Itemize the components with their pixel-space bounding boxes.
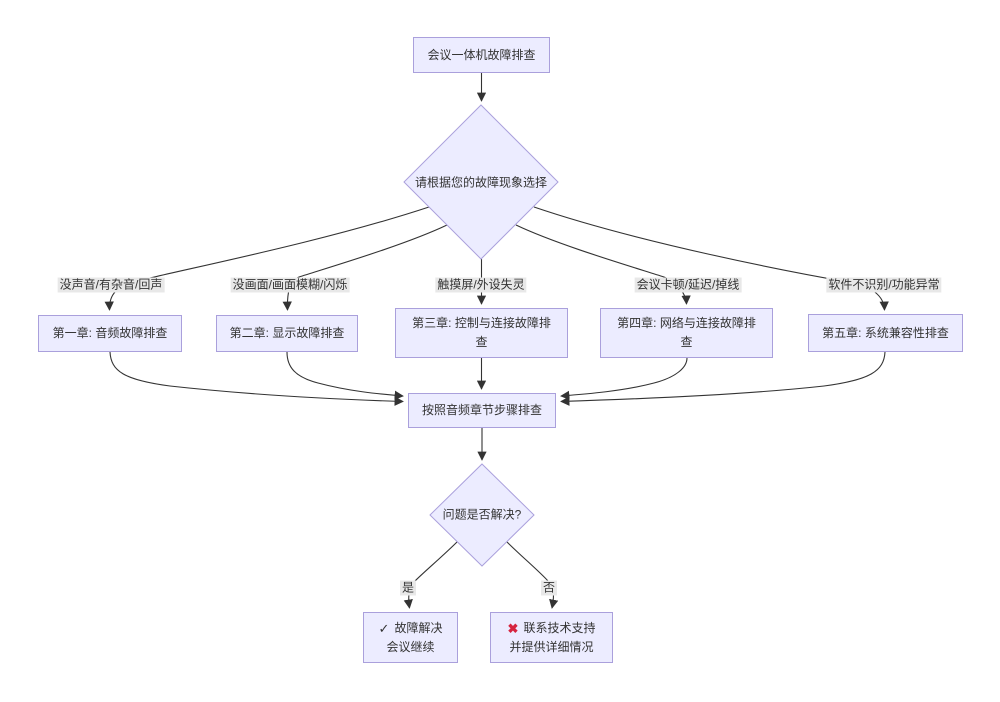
edge-label-condition-4: 会议卡顿/延迟/掉线 bbox=[634, 277, 742, 293]
edge-label-yes: 是 bbox=[399, 580, 417, 596]
chapter4-node: 第四章: 网络与连接故障排查 bbox=[600, 308, 773, 358]
decision2-diamond bbox=[429, 463, 535, 567]
edge-label-condition-3: 触摸屏/外设失灵 bbox=[435, 277, 527, 293]
edge-label-condition-1: 没声音/有杂音/回声 bbox=[57, 277, 165, 293]
failure-node: ✖ 联系技术支持 并提供详细情况 bbox=[490, 612, 613, 663]
chapter5-node: 第五章: 系统兼容性排查 bbox=[808, 314, 963, 352]
chapter4-label: 第四章: 网络与连接故障排查 bbox=[617, 316, 756, 349]
chapter1-label: 第一章: 音频故障排查 bbox=[52, 326, 168, 340]
failure-line1: ✖ 联系技术支持 bbox=[508, 619, 596, 638]
decision1-label: 请根据您的故障现象选择 bbox=[414, 175, 548, 190]
start-node: 会议一体机故障排查 bbox=[413, 37, 550, 73]
merge-node-label: 按照音频章节步骤排查 bbox=[421, 403, 542, 417]
start-node-label: 会议一体机故障排查 bbox=[427, 47, 536, 62]
edge-chapter4-to-merge bbox=[560, 357, 688, 401]
edge-decision1-to-chapter5 bbox=[533, 206, 889, 311]
failure-line2-text: 并提供详细情况 bbox=[509, 639, 594, 654]
merge-node: 按照音频章节步骤排查 bbox=[408, 393, 556, 428]
edge-chapter5-to-merge bbox=[560, 351, 886, 406]
edge-decision2-to-success bbox=[403, 540, 459, 609]
success-node: ✓ 故障解决 会议继续 bbox=[363, 612, 458, 663]
decision2-label: 问题是否解决? bbox=[442, 507, 522, 522]
edge-label-condition-5: 软件不识别/功能异常 bbox=[826, 277, 942, 293]
edge-label-condition-2: 没画面/画面模糊/闪烁 bbox=[230, 277, 350, 293]
check-icon: ✓ bbox=[378, 620, 390, 636]
edge-chapter2-to-merge bbox=[286, 351, 404, 400]
success-line1: ✓ 故障解决 bbox=[379, 619, 443, 638]
x-icon: ✖ bbox=[507, 620, 519, 636]
chapter3-label: 第三章: 控制与连接故障排查 bbox=[412, 316, 551, 349]
success-line2-text: 会议继续 bbox=[386, 639, 435, 654]
edge-chapter1-to-merge bbox=[109, 351, 404, 406]
decision1-diamond bbox=[403, 104, 559, 260]
chapter3-node: 第三章: 控制与连接故障排查 bbox=[395, 308, 568, 358]
chapter5-label: 第五章: 系统兼容性排查 bbox=[822, 325, 949, 340]
success-line1-text: 故障解决 bbox=[394, 620, 443, 635]
edge-label-no: 否 bbox=[540, 580, 558, 596]
edge-decision2-to-failure bbox=[505, 540, 559, 609]
chapter2-label: 第二章: 显示故障排查 bbox=[229, 326, 345, 340]
edge-decision1-to-chapter2 bbox=[282, 224, 448, 311]
chapter1-node: 第一章: 音频故障排查 bbox=[38, 315, 182, 352]
edge-decision1-to-chapter1 bbox=[104, 206, 430, 311]
failure-line1-text: 联系技术支持 bbox=[523, 620, 596, 635]
chapter2-node: 第二章: 显示故障排查 bbox=[216, 315, 358, 352]
